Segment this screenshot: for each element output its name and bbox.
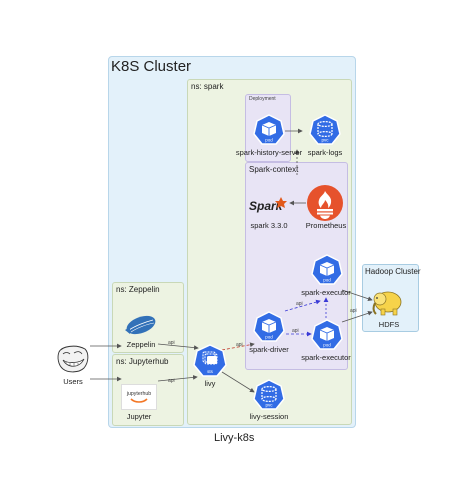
spark-logo-text: Spark: [249, 199, 284, 213]
svg-text:pod: pod: [323, 278, 331, 283]
svg-text:pod: pod: [265, 138, 273, 143]
prometheus-icon: [307, 185, 343, 221]
edge-jupyter-livy: [157, 375, 198, 382]
edge-driver-executor-top: [284, 299, 321, 312]
zeppelin-icon: [125, 315, 156, 335]
sts-icon: sts: [193, 344, 227, 377]
zeppelin-label: Zeppelin: [126, 340, 156, 349]
edge-label-livy-driver: api: [236, 342, 243, 348]
edge-livy-driver: [221, 342, 255, 351]
users-icon: [57, 345, 89, 373]
hdfs-label: HDFS: [378, 320, 400, 329]
spark-logo: Spark: [247, 195, 289, 217]
edge-executor-hdfs-bottom: [341, 310, 373, 323]
ns-zeppelin-label: ns: Zeppelin: [116, 285, 160, 294]
spark-history-server-label: spark-history-server: [235, 148, 303, 157]
deployment-label: Deployment: [249, 96, 276, 102]
ns-spark-label: ns: spark: [191, 82, 224, 91]
svg-text:pvc: pvc: [265, 403, 273, 408]
edge-zeppelin-livy: [157, 343, 199, 350]
jupyter-label: Jupyter: [126, 412, 152, 421]
users-label: Users: [63, 377, 83, 386]
spark-version-label: spark 3.3.0: [250, 221, 288, 230]
svg-text:pvc: pvc: [321, 138, 329, 143]
spark-star-icon: [275, 197, 287, 208]
edge-livy-session: [221, 371, 255, 393]
pvc-icon: pvc: [253, 379, 285, 410]
cluster-title: K8S Cluster: [111, 58, 192, 75]
footer-title: Livy-k8s: [214, 432, 255, 444]
edge-executor-hdfs-top: [341, 289, 373, 302]
hadoop-elephant-icon: [372, 291, 402, 316]
edge-label-zeppelin-livy: api: [168, 340, 175, 346]
hadoop-cluster-label: Hadoop Cluster: [365, 267, 421, 276]
pvc-icon: pvc: [309, 114, 341, 145]
pod-icon: pod: [311, 254, 343, 285]
edge-label-jupyter-livy: api: [168, 378, 175, 384]
edge-label-executor-hdfs: api: [350, 308, 357, 314]
livy-session-label: livy-session: [249, 412, 289, 421]
jupyterhub-logo-text: jupyterhub: [126, 391, 151, 397]
spark-executor-bottom-label: spark-executor: [301, 353, 351, 362]
ns-jupyterhub-label: ns: Jupyterhub: [116, 357, 169, 366]
spark-logs-label: spark-logs: [307, 148, 343, 157]
pod-icon: pod: [311, 319, 343, 350]
svg-text:pod: pod: [265, 335, 273, 340]
edge-label-driver-executor-top: api: [296, 301, 303, 307]
pod-icon: pod: [253, 114, 285, 145]
pod-icon: pod: [253, 311, 285, 342]
prometheus-label: Prometheus: [305, 221, 347, 230]
svg-text:pod: pod: [323, 343, 331, 348]
livy-label: livy: [204, 379, 216, 388]
edge-label-driver-executor-bottom: api: [292, 328, 299, 334]
spark-driver-label: spark-driver: [249, 345, 289, 354]
jupyterhub-logo: jupyterhub: [121, 384, 157, 410]
svg-text:sts: sts: [207, 369, 214, 374]
spark-executor-top-label: spark-executor: [301, 288, 351, 297]
spark-context-label: Spark-context: [249, 165, 299, 174]
